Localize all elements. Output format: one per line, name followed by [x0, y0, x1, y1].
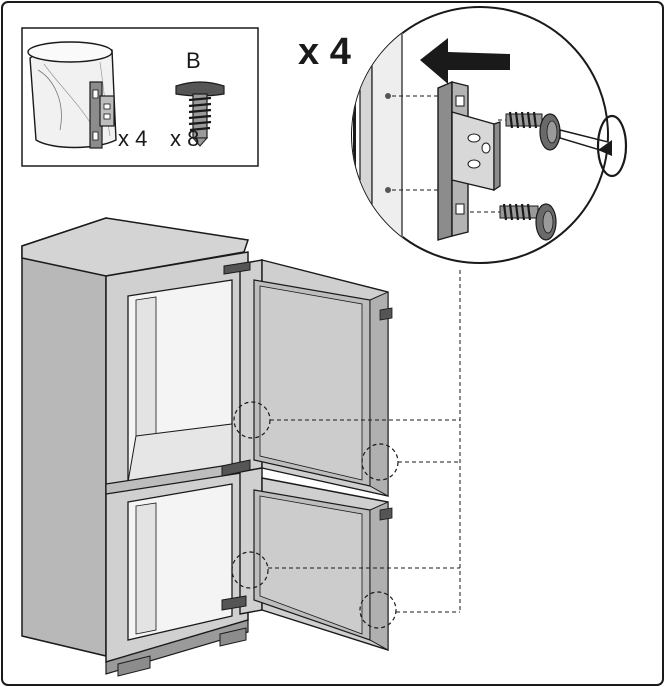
- part-b-letter: B: [186, 48, 201, 73]
- fridge-cabinet: [21, 216, 249, 677]
- screw-bottom-icon: [499, 203, 557, 241]
- parts-box: x 4 B x 8: [21, 27, 259, 167]
- rotation-arrow-icon: [596, 114, 628, 178]
- screw-quantity: x 8: [170, 126, 199, 151]
- bracket-quantity: x 4: [118, 126, 147, 151]
- lower-door: [221, 459, 393, 651]
- bracket-icon: [89, 81, 115, 149]
- arrow-left-icon: [420, 38, 510, 84]
- hinge-marker: [359, 591, 397, 629]
- upper-door: [223, 259, 393, 497]
- screwdriver-icon: [559, 129, 608, 164]
- hinge-marker: [231, 551, 269, 589]
- leader-lines: [268, 270, 461, 613]
- bracket-detail: [437, 80, 501, 241]
- parts-bag-icon: [27, 41, 117, 149]
- repeat-label: x 4: [298, 31, 351, 73]
- screw-b-icon: [175, 81, 225, 147]
- screw-top-icon: [505, 111, 561, 151]
